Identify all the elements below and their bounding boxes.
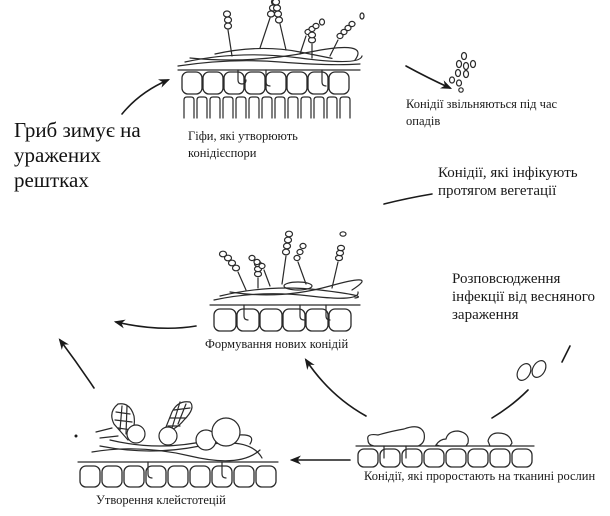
arrow-conidiophores-to-release (405, 65, 453, 89)
cleistothecia-illustration (74, 401, 279, 488)
arrow-season-infection (383, 193, 433, 205)
spore-chain (293, 242, 307, 262)
label-cleistothecia: Утворення клейстотецій (96, 493, 226, 507)
arrow-left-up (58, 338, 95, 389)
label-conidiophores: Гіфи, які утворюють конідієспори (188, 129, 298, 160)
leaf-epidermis-middle (213, 308, 352, 332)
spore-chain (271, 0, 284, 24)
germinating-conidia-illustration (355, 360, 547, 468)
label-germination: Конідії, які проростають на тканині росл… (364, 469, 596, 483)
spore-chain (218, 250, 241, 272)
label-rain-release: Конідії звільняються під час опадів (406, 97, 558, 128)
spore-chain (336, 20, 356, 40)
conidiophores-illustration (177, 0, 365, 119)
released-conidia (448, 51, 477, 93)
arrow-spring-spread (561, 345, 571, 363)
new-conidia-illustration (209, 230, 363, 332)
spore-chain (307, 31, 317, 44)
arrow-overwinter-to-conidiophores (121, 79, 171, 115)
spore-chain (222, 10, 233, 30)
leaf-epidermis-top (181, 71, 351, 119)
arrow-spring-spores-down (491, 389, 529, 419)
label-season-infection: Конідії, які інфікують протягом вегетаці… (438, 165, 578, 199)
label-spring-spread: Розповсюдження інфекції від весняного за… (452, 271, 596, 323)
label-overwintering: Гриб зимує на уражених рештках (14, 118, 141, 192)
leaf-epidermis-bottom-right (357, 448, 533, 468)
ascus (163, 401, 193, 433)
arrow-new-conidia-to-left (113, 319, 197, 330)
label-new-conidia: Формування нових конідій (205, 337, 349, 351)
arrow-germination-to-new-conidia (304, 358, 367, 417)
spore-chain (281, 230, 294, 256)
spore-chain (334, 244, 346, 262)
spore-chain (248, 254, 266, 270)
leaf-epidermis-bottom-left (79, 465, 277, 488)
cycle-arrows (58, 65, 571, 465)
